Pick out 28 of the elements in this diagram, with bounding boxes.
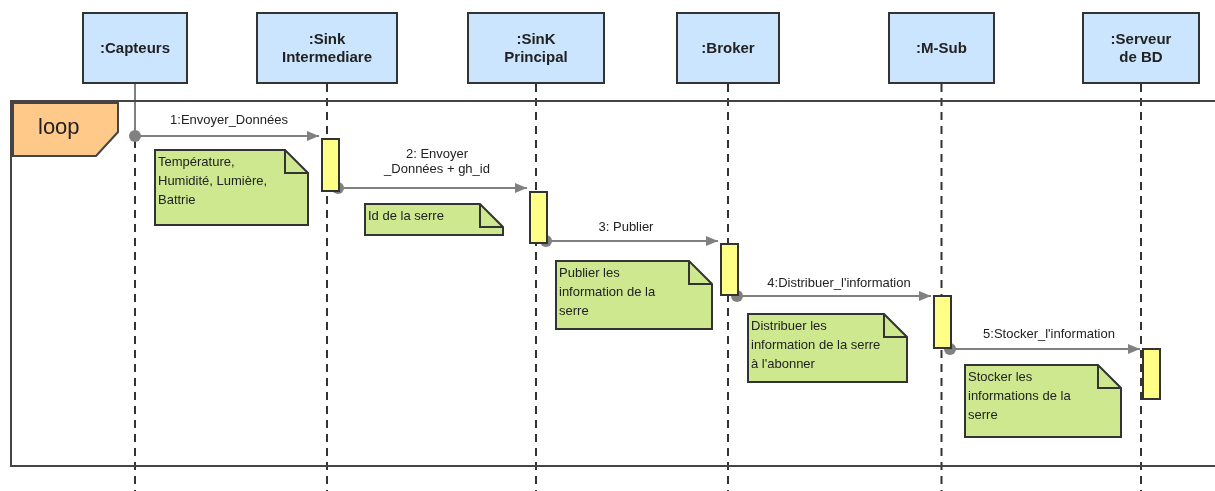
message-arrow xyxy=(731,290,932,302)
lifeline-head: :Capteurs xyxy=(82,12,188,84)
lifeline-head: :Sink Intermediare xyxy=(256,12,398,84)
note: Distribuer les information de la serre à l'abonner xyxy=(747,313,908,383)
note: Température, Humidité, Lumière, Battrie xyxy=(154,149,309,226)
message-arrow xyxy=(332,182,528,194)
note: Id de la serre xyxy=(364,203,504,236)
message-label: 4:Distribuer_l'information xyxy=(766,275,912,290)
activation-bar xyxy=(1142,348,1161,400)
message-arrow xyxy=(944,343,1141,355)
message-label: 1:Envoyer_Données xyxy=(169,112,289,127)
message-label: 3: Publier xyxy=(597,219,655,234)
loop-tag: loop xyxy=(12,102,120,157)
message-label: 2: Envoyer _Données + gh_id xyxy=(382,146,491,176)
message-label: 5:Stocker_l'information xyxy=(982,326,1116,341)
lifeline-head: :Broker xyxy=(676,12,780,84)
note: Stocker les informations de la serre xyxy=(964,364,1122,438)
activation-bar xyxy=(720,243,739,296)
lifeline-head: :M-Sub xyxy=(888,12,995,84)
loop-frame xyxy=(10,100,1215,467)
activation-bar xyxy=(933,295,952,349)
message-arrow xyxy=(129,83,320,142)
lifeline-head: :Serveur de BD xyxy=(1082,12,1200,84)
activation-bar xyxy=(529,191,548,244)
lifeline-head: :SinK Principal xyxy=(467,12,605,84)
note: Publier les information de la serre xyxy=(555,260,713,330)
activation-bar xyxy=(321,138,340,192)
message-arrow xyxy=(540,235,719,247)
